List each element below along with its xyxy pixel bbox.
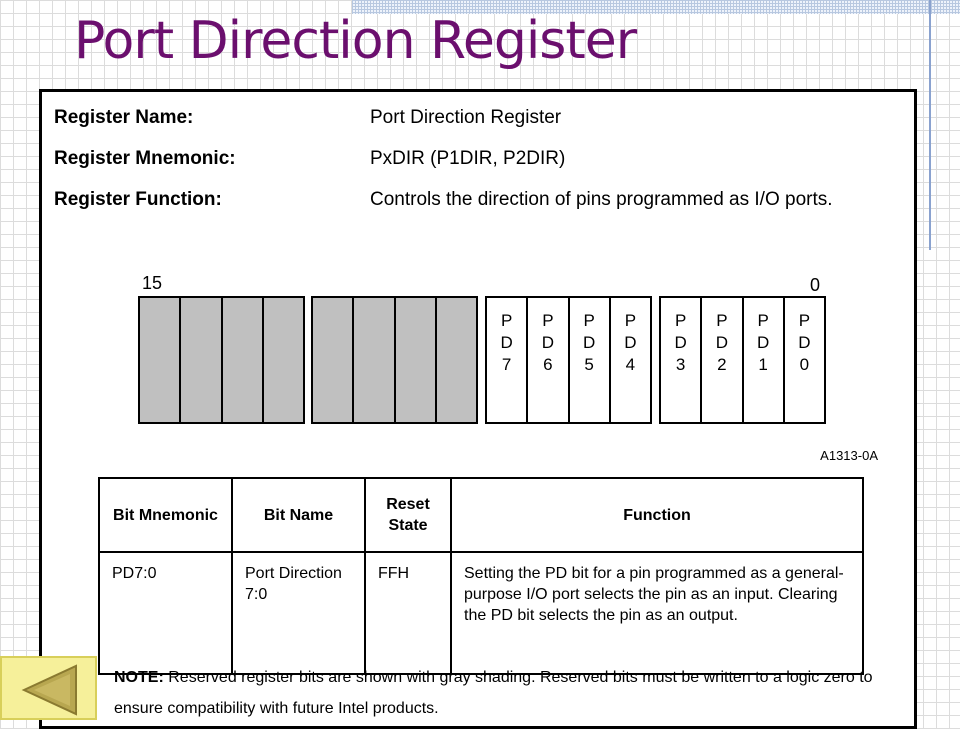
reserved-bit bbox=[140, 298, 182, 422]
reserved-bit bbox=[181, 298, 223, 422]
reserved-bit bbox=[222, 298, 264, 422]
bit-label: P D 3 bbox=[674, 311, 687, 374]
cell-function: Setting the PD bit for a pin programmed … bbox=[450, 551, 864, 675]
register-document: Register Name: Port Direction Register R… bbox=[39, 89, 917, 729]
register-function-value: Controls the direction of pins programme… bbox=[370, 189, 833, 210]
reserved-bit bbox=[354, 298, 396, 422]
top-decoration-band bbox=[352, 0, 960, 14]
register-mnemonic-value: PxDIR (P1DIR, P2DIR) bbox=[370, 148, 566, 169]
bit-pd4: P D 4 bbox=[611, 298, 650, 422]
reserved-bit bbox=[395, 298, 437, 422]
bit-pd7: P D 7 bbox=[487, 298, 529, 422]
reserved-bits-high bbox=[138, 296, 305, 424]
bit-description-table: Bit Mnemonic Bit Name Reset State Functi… bbox=[98, 477, 864, 675]
msb-bit-index: 15 bbox=[142, 273, 163, 293]
cell-bit-mnemonic: PD7:0 bbox=[98, 551, 233, 675]
bit-label: P D 7 bbox=[500, 311, 513, 374]
port-direction-bits-7-4: P D 7 P D 6 P D 5 P D 4 bbox=[485, 296, 652, 424]
bit-label: P D 6 bbox=[541, 311, 555, 374]
left-triangle-icon bbox=[21, 664, 77, 716]
port-direction-bits-3-0: P D 3 P D 2 P D 1 P D 0 bbox=[659, 296, 826, 424]
register-name-value: Port Direction Register bbox=[370, 107, 562, 128]
reserved-bit bbox=[436, 298, 476, 422]
table-header-row: Bit Mnemonic Bit Name Reset State Functi… bbox=[98, 477, 864, 553]
register-function-label: Register Function: bbox=[54, 189, 222, 210]
right-rule-line bbox=[929, 0, 931, 250]
back-button[interactable] bbox=[0, 656, 97, 720]
bit-label: P D 2 bbox=[715, 311, 729, 374]
bit-pd2: P D 2 bbox=[702, 298, 744, 422]
reserved-bit bbox=[313, 298, 355, 422]
header-reset-state: Reset State bbox=[364, 477, 452, 553]
cell-reset-state: FFH bbox=[364, 551, 452, 675]
reserved-bits-low bbox=[311, 296, 478, 424]
bit-pd5: P D 5 bbox=[570, 298, 611, 422]
note-label: NOTE: bbox=[114, 669, 164, 686]
reserved-bit bbox=[263, 298, 303, 422]
note-text: Reserved register bits are shown with gr… bbox=[114, 669, 873, 717]
bit-pd0: P D 0 bbox=[785, 298, 824, 422]
register-name-label: Register Name: bbox=[54, 107, 194, 128]
bit-pd6: P D 6 bbox=[528, 298, 570, 422]
table-row: PD7:0 Port Direction 7:0 FFH Setting the… bbox=[98, 551, 864, 675]
header-bit-name: Bit Name bbox=[231, 477, 366, 553]
header-bit-mnemonic: Bit Mnemonic bbox=[98, 477, 233, 553]
bit-label: P D 5 bbox=[582, 311, 596, 374]
figure-id: A1313-0A bbox=[820, 448, 878, 463]
bit-label: P D 0 bbox=[798, 311, 811, 374]
cell-bit-name: Port Direction 7:0 bbox=[231, 551, 366, 675]
bit-pd3: P D 3 bbox=[661, 298, 703, 422]
header-function: Function bbox=[450, 477, 864, 553]
bit-pd1: P D 1 bbox=[744, 298, 785, 422]
lsb-bit-index: 0 bbox=[810, 275, 821, 295]
bit-label: P D 4 bbox=[624, 311, 637, 374]
bit-label: P D 1 bbox=[756, 311, 770, 374]
slide-title: Port Direction Register bbox=[74, 11, 637, 71]
reserved-bits-note: NOTE: Reserved register bits are shown w… bbox=[114, 662, 874, 724]
register-mnemonic-label: Register Mnemonic: bbox=[54, 148, 236, 169]
